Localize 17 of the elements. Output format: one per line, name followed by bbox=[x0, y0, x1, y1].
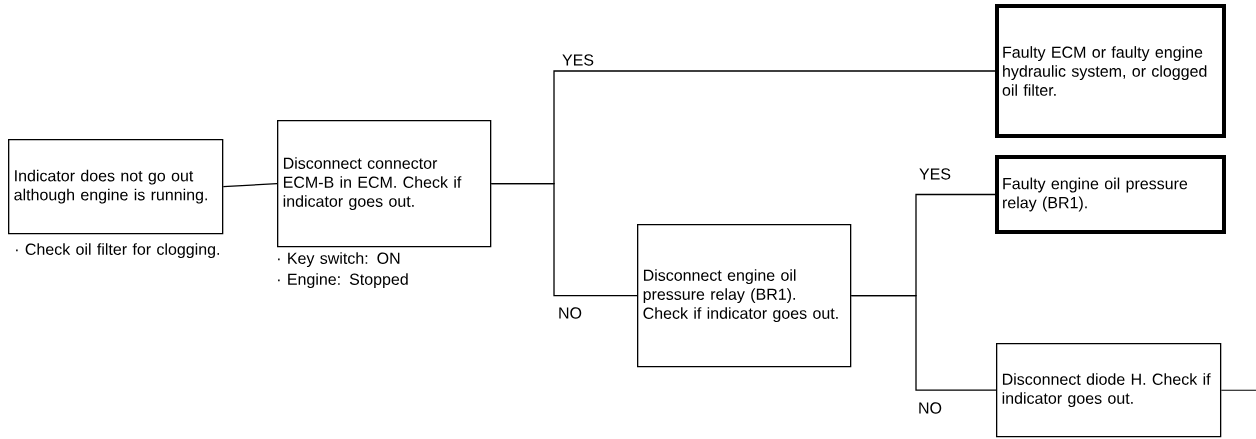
edge-label: NO bbox=[917, 401, 943, 415]
connector-line bbox=[222, 183, 278, 188]
edge-label: YES bbox=[561, 53, 595, 67]
result-box: Faulty ECM or faulty engine hydraulic system, or clogged oil filter. bbox=[995, 4, 1226, 138]
connector-line bbox=[490, 183, 638, 297]
connector-line bbox=[850, 295, 997, 391]
process-box: Disconnect diode H. Check if indicator goes out. bbox=[996, 343, 1222, 438]
result-box: Faulty engine oil pressure relay (BR1). bbox=[995, 155, 1226, 234]
note-text: · Engine: Stopped bbox=[278, 273, 408, 289]
edge-label: NO bbox=[557, 306, 583, 320]
note-text: · Check oil filter for clogging. bbox=[16, 243, 219, 259]
process-box: Disconnect engine oil pressure relay (BR1). Check if indicator goes out. bbox=[637, 224, 852, 368]
process-box: Disconnect connector ECM-B in ECM. Check if indicator goes out. bbox=[277, 120, 492, 248]
process-box: Indicator does not go out although engine is running. bbox=[8, 139, 224, 235]
connector-line bbox=[1220, 389, 1256, 391]
edge-label: YES bbox=[918, 167, 952, 181]
note-text: · Key switch: ON bbox=[278, 252, 400, 268]
